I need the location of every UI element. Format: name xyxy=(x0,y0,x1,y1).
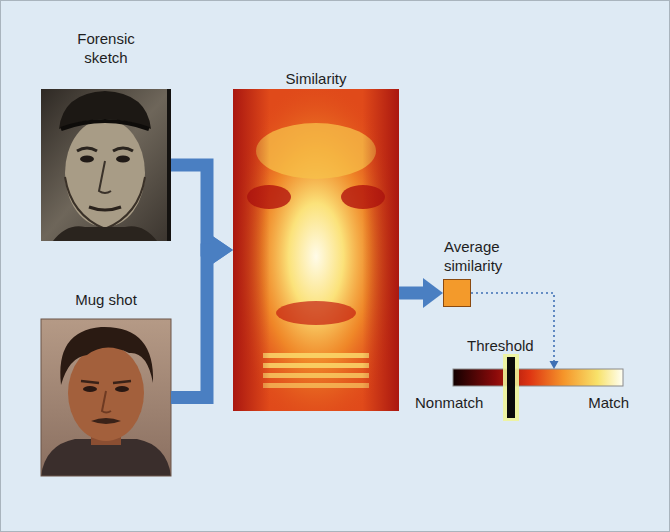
scale-end-label: Nonmatch xyxy=(415,393,483,412)
image-heading: Forensic sketch xyxy=(65,29,147,67)
arrow-head xyxy=(423,278,443,308)
threshold-bar xyxy=(507,357,515,418)
flow-connector xyxy=(399,278,443,308)
arrow-head xyxy=(550,361,559,369)
connector-line xyxy=(171,250,211,398)
threshold-label: Threshold xyxy=(467,336,534,355)
flow-connector xyxy=(171,235,233,398)
scale-bar: NonmatchMatch xyxy=(453,369,623,386)
connector-line xyxy=(399,287,423,300)
connector-line xyxy=(171,165,211,250)
scale-end-label: Match xyxy=(588,393,629,412)
value-heading: Average similarity xyxy=(444,237,536,275)
heatmap-box: Similarity xyxy=(233,89,399,411)
flow-connector xyxy=(471,293,559,369)
arrow-head xyxy=(211,235,233,265)
mug-shot-photo xyxy=(41,319,171,476)
sketch-image xyxy=(41,89,171,241)
photo-box: Mug shot xyxy=(41,319,171,476)
arrow-head xyxy=(211,235,233,265)
similarity-heatmap xyxy=(233,89,399,411)
image-heading: Similarity xyxy=(286,69,347,88)
sketch-box: Forensic sketch xyxy=(41,89,171,241)
threshold-glow xyxy=(503,354,519,421)
average-square: Average similarity xyxy=(443,279,471,307)
match-scale xyxy=(453,369,623,386)
image-heading: Mug shot xyxy=(75,290,137,309)
